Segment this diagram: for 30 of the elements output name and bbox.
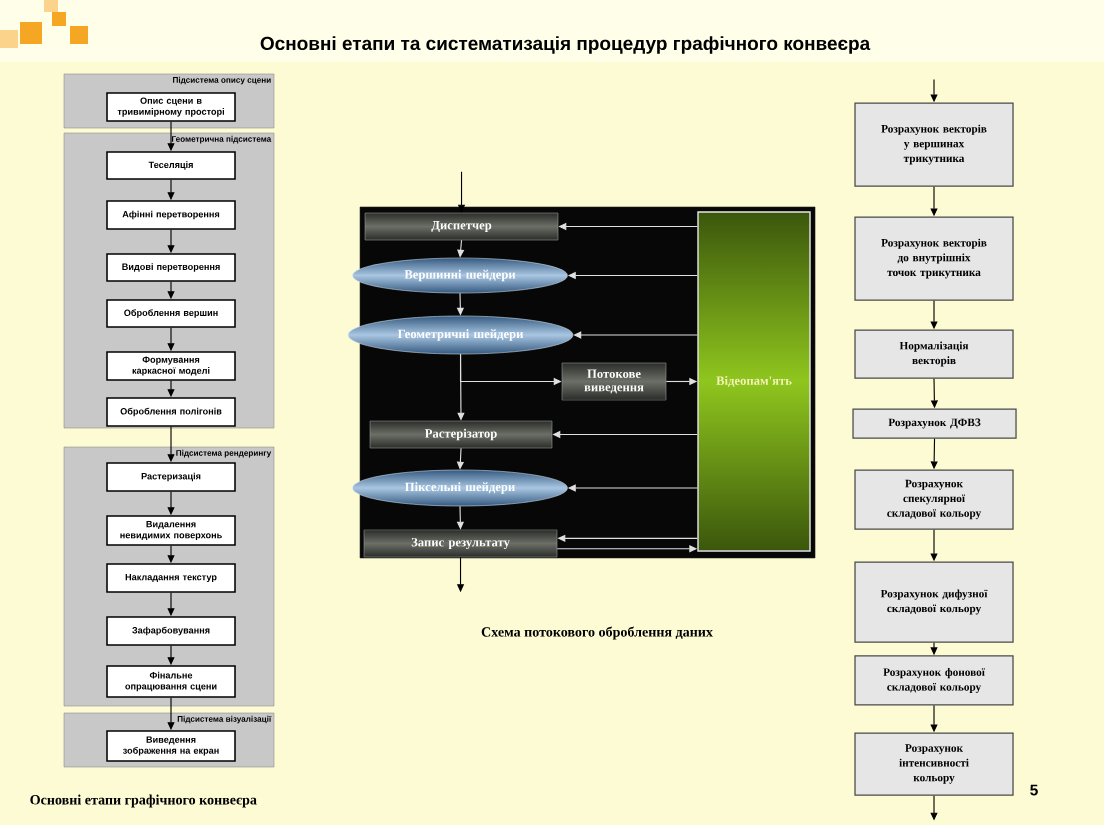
process-box: Видові перетворення xyxy=(106,253,236,282)
process-box: Накладання текстур xyxy=(106,563,236,593)
memory-block: Відеопам'ять xyxy=(697,211,811,552)
process-box: Запис результату xyxy=(363,529,558,558)
process-box: Растеризація xyxy=(106,462,236,492)
process-box: Видалення невидимих поверхонь xyxy=(106,515,236,546)
process-box: Опис сцени в тривимірному просторі xyxy=(106,92,236,122)
process-box: Афінні перетворення xyxy=(106,200,236,230)
process-box: Виведення зображення на екран xyxy=(106,730,236,762)
process-box: Зафарбовування xyxy=(106,616,236,646)
process-box: Диспетчер xyxy=(364,212,559,241)
page-number: 5 xyxy=(1030,784,1038,796)
process-box: Розрахунок дифузної складової кольору xyxy=(854,561,1014,643)
process-box: Оброблення полігонів xyxy=(106,397,236,427)
process-box: Розрахунок спекулярної складової кольору xyxy=(854,469,1014,530)
process-box: Фінальне опрацювання сцени xyxy=(106,665,236,698)
process-box: Оброблення вершин xyxy=(106,299,236,328)
process-box: Розрахунок векторів до внутрішніх точок трикутника xyxy=(854,216,1014,301)
caption: Схема потокового оброблення даних xyxy=(481,626,713,640)
process-box: Нормалізація векторів xyxy=(854,329,1014,379)
process-box: Формування каркасної моделі xyxy=(106,351,236,381)
caption: Основні етапи графічного конвеєра xyxy=(30,794,257,808)
process-box: Потокове виведення xyxy=(561,362,667,401)
process-box: Растерізатор xyxy=(369,420,553,449)
process-box: Розрахунок інтенсивності кольору xyxy=(854,732,1014,796)
slide-title: Основні етапи та систематизація процедур графічного конвеєра xyxy=(260,36,871,54)
process-box: Розрахунок векторів у вершинах трикутника xyxy=(854,102,1014,187)
process-box: Розрахунок фонової складової кольору xyxy=(854,655,1014,706)
process-box: Розрахунок ДФВЗ xyxy=(852,408,1017,439)
process-box: Теселяція xyxy=(106,151,236,180)
